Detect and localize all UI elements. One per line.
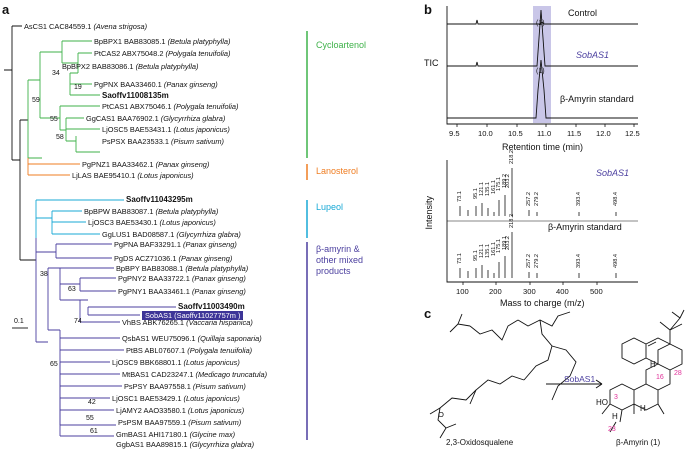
leaf-l2: PtCAS2 ABX75048.2 (Polygala tenuifolia) (94, 49, 231, 58)
ms-bottom-title: β-Amyrin standard (548, 222, 622, 232)
leaf-l0: AsCS1 CAC84559.1 (Avena strigosa) (24, 22, 148, 31)
carbon-number-23: 23 (608, 426, 616, 433)
x-tick-label: 10.0 (478, 129, 493, 138)
panel-c-letter: c (424, 306, 432, 321)
leaf-l1: BpBPX1 BAB83085.1 (Betula platyphylla) (94, 37, 231, 46)
x-tick-label: 10.5 (508, 129, 523, 138)
ms-x-tick: 100 (456, 287, 469, 296)
ms-xlabel: Mass to charge (m/z) (500, 298, 585, 308)
clade-lupeol: Lupeol (316, 202, 344, 212)
reaction-enzyme-label: SobAS1 (564, 374, 596, 384)
bootstrap-value: 34 (52, 70, 60, 77)
x-tick-label: 12.5 (625, 129, 640, 138)
clade-cycloartenol: Cycloartenol (316, 40, 367, 50)
substrate-label: 2,3-Oxidosqualene (446, 438, 514, 447)
leaf-l23: VhBS ABK76265.1 (Vaccaria hispanica) (122, 318, 253, 327)
bootstrap-value: 74 (74, 318, 82, 325)
leaf-l20: PgPNY1 BAA33461.1 (Panax ginseng) (118, 287, 246, 296)
carbon-number-16: 16 (656, 374, 664, 381)
leaf-l24: QsbAS1 WEU75096.1 (Quillaja saponaria) (122, 334, 262, 343)
trace-label-control: Control (568, 8, 598, 18)
leaf-l21: Saoffv11003490m (178, 302, 245, 311)
bootstrap-value: 65 (50, 361, 58, 368)
leaf-l19: PgPNY2 BAA33722.1 (Panax ginseng) (118, 274, 246, 283)
peak-label-standard: (1) (536, 68, 545, 75)
ms-x-tick: 500 (590, 287, 603, 296)
ms-x-tick: 200 (489, 287, 502, 296)
x-tick-label: 11.0 (537, 129, 552, 138)
clade-beta-amyrin: β-amyrin & other mixed products (316, 244, 364, 276)
hydrogen-label: H (640, 404, 646, 413)
leaf-l10: PgPNZ1 BAA33462.1 (Panax ginseng) (82, 160, 210, 169)
hydroxyl-ho: HO (596, 398, 608, 407)
oxirane-o: O (438, 410, 444, 419)
bootstrap-value: 63 (68, 286, 76, 293)
leaf-l18: BpBPY BAB83088.1 (Betula platyphylla) (116, 264, 249, 273)
ms-x-tick: 300 (523, 287, 536, 296)
hydrogen-label: H (612, 412, 618, 421)
leaf-l25: PtBS ABL07607.1 (Polygala tenuifolia) (126, 346, 253, 355)
leaf-l28: PsPSY BAA97558.1 (Pisum sativum) (124, 382, 246, 391)
panel-a-letter: a (2, 2, 10, 17)
bootstrap-value: 55 (86, 415, 94, 422)
ms-x-tick: 400 (556, 287, 569, 296)
bootstrap-value: 42 (88, 399, 96, 406)
leaf-l15: GgLUS1 BAD08587.1 (Glycyrrhiza glabra) (102, 230, 241, 239)
leaf-l12: Saoffv11043295m (126, 195, 193, 204)
leaf-l7: GgCAS1 BAA76902.1 (Glycyrrhiza glabra) (86, 114, 226, 123)
bootstrap-value: 19 (74, 84, 82, 91)
carbon-number-3: 3 (614, 394, 618, 401)
product-label: β-Amyrin (1) (616, 438, 661, 447)
peak-label-sobas1: (1) (536, 20, 545, 27)
ms-top-title: SobAS1 (596, 168, 630, 178)
leaf-l30: LjAMY2 AAO33580.1 (Lotus japonicus) (116, 406, 245, 415)
trace-label-standard: β-Amyrin standard (560, 94, 634, 104)
x-tick-label: 11.5 (567, 129, 582, 138)
leaf-l29: LjOSC1 BAE53429.1 (Lotus japonicus) (112, 394, 240, 403)
leaf-l22-highlight: SobAS1 (Saoffv11027757m ) (142, 311, 244, 320)
leaf-l16: PgPNA BAF33291.1 (Panax ginseng) (114, 240, 237, 249)
bootstrap-value: 38 (40, 271, 48, 278)
clade-lanosterol: Lanosterol (316, 166, 359, 176)
x-tick-label: 9.5 (449, 129, 460, 138)
leaf-l31: PsPSM BAA97559.1 (Pisum sativum) (118, 418, 242, 427)
hydrogen-label: H (650, 360, 656, 369)
leaf-l9: PsPSX BAA23533.1 (Pisum sativum) (102, 137, 225, 146)
leaf-l27: MtBAS1 CAD23247.1 (Medicago truncatula) (122, 370, 268, 379)
leaf-l14: LjOSC3 BAE53430.1 (Lotus japonicus) (88, 218, 216, 227)
x-tick-label: 12.0 (596, 129, 611, 138)
trace-label-sobas1: SobAS1 (576, 50, 610, 60)
leaf-l32: GmBAS1 AHI17180.1 (Glycine max) (116, 430, 236, 439)
tree-scale-label: 0.1 (14, 318, 24, 325)
bootstrap-value: 61 (90, 428, 98, 435)
bootstrap-value: 59 (32, 97, 40, 104)
bootstrap-value: 58 (56, 134, 64, 141)
panel-b-letter: b (424, 2, 432, 17)
chromatogram-ylabel: TIC (424, 58, 439, 68)
chromatogram-xlabel: Retention time (min) (502, 142, 584, 152)
leaf-l4: PgPNX BAA33460.1 (Panax ginseng) (94, 80, 218, 89)
leaf-l6: PtCAS1 ABX75046.1 (Polygala tenuifolia) (102, 102, 239, 111)
leaf-l11: LjLAS BAE95410.1 (Lotus japonicus) (72, 171, 194, 180)
leaf-l5: Saoffv11008135m (102, 91, 169, 100)
carbon-number-28: 28 (674, 370, 682, 377)
leaf-l33: GgbAS1 BAA89815.1 (Glycyrrhiza glabra) (116, 440, 255, 449)
bootstrap-value: 55 (50, 116, 58, 123)
leaf-l3: BpBPX2 BAB83086.1 (Betula platyphylla) (62, 62, 199, 71)
leaf-l26: LjOSC9 BBK68801.1 (Lotus japonicus) (112, 358, 240, 367)
leaf-l13: BpBPW BAB83087.1 (Betula platyphylla) (84, 207, 219, 216)
leaf-l17: PgDS ACZ71036.1 (Panax ginseng) (114, 254, 233, 263)
leaf-l8: LjOSC5 BAE53431.1 (Lotus japonicus) (102, 125, 230, 134)
